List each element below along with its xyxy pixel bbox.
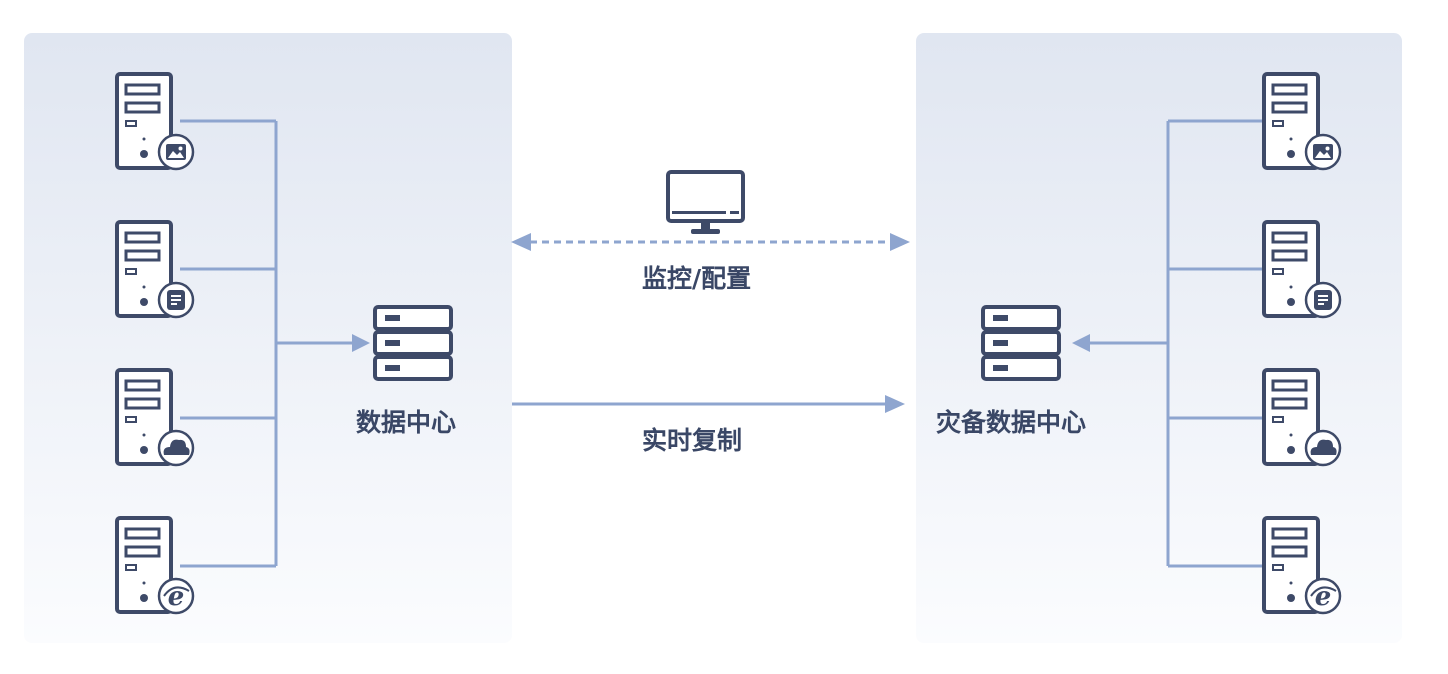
backup-datacenter-label: 灾备数据中心 (936, 408, 1087, 437)
document-icon (157, 281, 195, 319)
backup-connectors (1072, 119, 1262, 568)
ie-browser-icon (1304, 577, 1342, 615)
cloud-icon (157, 429, 195, 467)
cloud-icon (1304, 429, 1342, 467)
primary-datacenter-label: 数据中心 (356, 408, 457, 437)
monitor-icon (666, 170, 745, 234)
backup-datacenter-panel (916, 33, 1402, 643)
image-icon (1304, 133, 1342, 171)
primary-connectors (180, 119, 370, 568)
monitor-config-arrow (511, 233, 910, 251)
replication-label: 实时复制 (642, 426, 743, 455)
primary-rack-icon (373, 305, 453, 381)
primary-datacenter-panel (24, 33, 512, 643)
document-icon (1304, 281, 1342, 319)
monitor-config-label: 监控/配置 (642, 264, 752, 293)
replication-arrow (512, 395, 905, 413)
ie-browser-icon (157, 577, 195, 615)
image-icon (157, 133, 195, 171)
backup-rack-icon (981, 305, 1061, 381)
